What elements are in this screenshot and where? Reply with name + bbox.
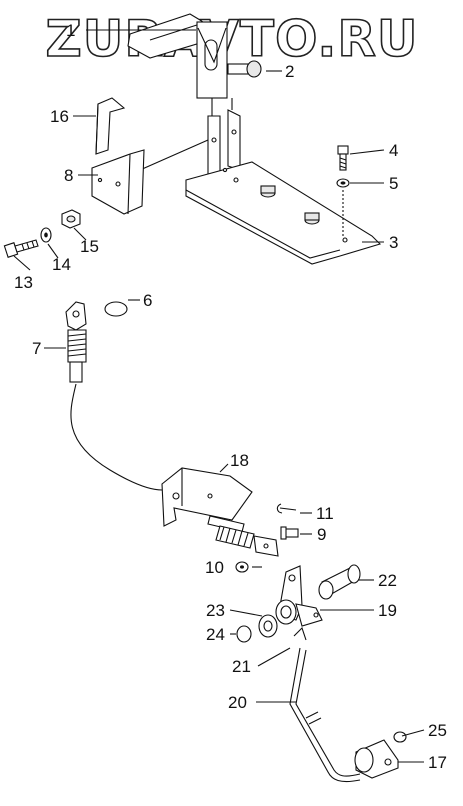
- part-3-base-plate: [185, 161, 382, 265]
- part-14-washer: [40, 227, 52, 243]
- part-5-washer: [336, 178, 350, 238]
- label-9: 9: [317, 525, 326, 544]
- part-4-bolt: [337, 145, 349, 171]
- label-6: 6: [143, 291, 152, 310]
- part-22-bushing: [318, 564, 361, 600]
- part-8-bracket: [91, 149, 145, 215]
- label-25: 25: [428, 721, 447, 740]
- part-21-clip: [293, 626, 307, 641]
- part-1-lever-arm: [127, 13, 228, 99]
- label-13: 13: [14, 273, 33, 292]
- label-22: 22: [378, 571, 397, 590]
- label-4: 4: [389, 141, 398, 160]
- part-7-cable-end: [65, 301, 163, 491]
- leader-bracket-to-8: [139, 139, 209, 171]
- label-15: 15: [80, 237, 99, 256]
- label-23: 23: [206, 601, 225, 620]
- part-17-pedal-block: [354, 739, 399, 779]
- label-19: 19: [378, 601, 397, 620]
- label-20: 20: [228, 693, 247, 712]
- watermark-text: ZURAVTO.RU: [46, 10, 419, 68]
- part-11-cotter-pin: [276, 503, 297, 514]
- label-17: 17: [428, 753, 447, 772]
- part-16-clip: [95, 97, 126, 155]
- part-13-bolt: [3, 239, 39, 258]
- callout-labels: 1 2 3 4 5 6 7 8 9 10 11 13 14 15 16 17 1…: [14, 21, 447, 772]
- label-11: 11: [316, 504, 334, 523]
- label-2: 2: [285, 62, 294, 81]
- part-20-pedal-rod: [289, 647, 361, 783]
- leader-lines: [13, 29, 425, 763]
- part-24-ring: [236, 625, 252, 643]
- label-8: 8: [64, 166, 73, 185]
- label-21: 21: [232, 657, 251, 676]
- label-3: 3: [389, 233, 398, 252]
- label-16: 16: [50, 107, 69, 126]
- label-24: 24: [206, 625, 225, 644]
- part-25-ring: [393, 731, 407, 743]
- part-19-pivot-arm: [275, 565, 323, 627]
- label-18: 18: [230, 451, 249, 470]
- label-14: 14: [52, 255, 71, 274]
- part-18-bracket: [161, 467, 253, 527]
- part-23-washer: [258, 614, 278, 638]
- label-7: 7: [32, 339, 41, 358]
- cable-spring-rod: [207, 515, 279, 557]
- part-6-ring: [104, 301, 128, 317]
- label-10: 10: [205, 558, 224, 577]
- label-1: 1: [66, 21, 75, 40]
- part-9-pin: [280, 526, 299, 540]
- part-10-washer: [235, 561, 249, 573]
- part-2-pin: [227, 60, 262, 78]
- label-5: 5: [389, 174, 398, 193]
- part-15-nut: [61, 209, 81, 229]
